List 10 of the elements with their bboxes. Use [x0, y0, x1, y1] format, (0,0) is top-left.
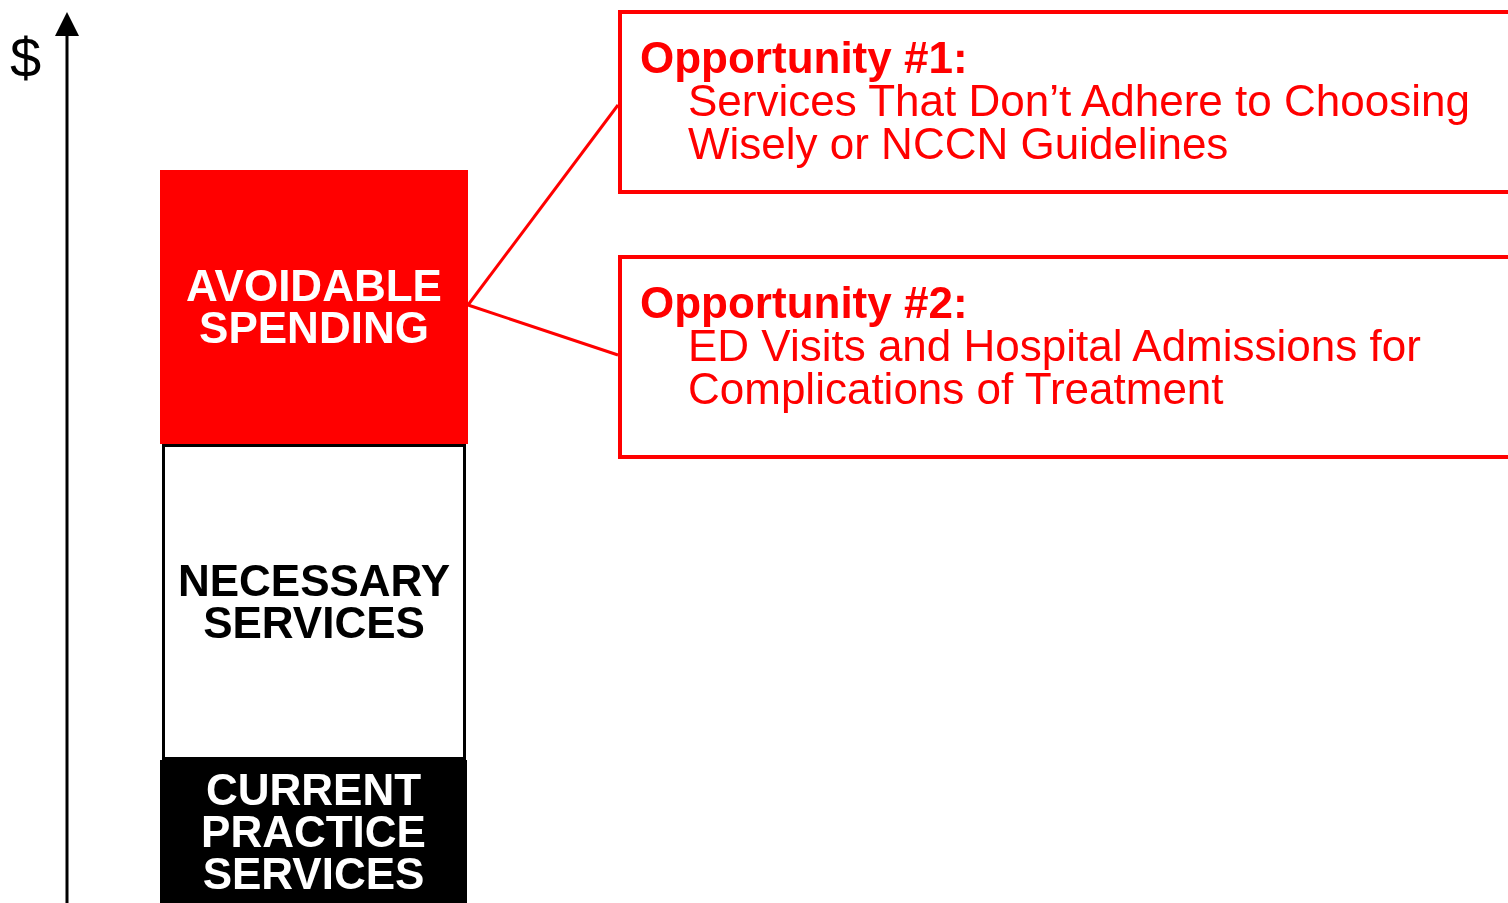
opportunity-box [618, 10, 1508, 194]
opportunity-box [618, 255, 1508, 459]
bar-label: AVOIDABLE SPENDING [185, 265, 443, 349]
axis-label: $ [10, 30, 42, 86]
avoidable-spending-bar [160, 170, 468, 444]
bar-label: CURRENT PRACTICE SERVICES [200, 768, 427, 895]
necessary-services-bar [162, 444, 466, 760]
current-practice-bar [160, 760, 467, 903]
bar-label: NECESSARY SERVICES [176, 560, 452, 644]
connector-line [467, 303, 619, 357]
